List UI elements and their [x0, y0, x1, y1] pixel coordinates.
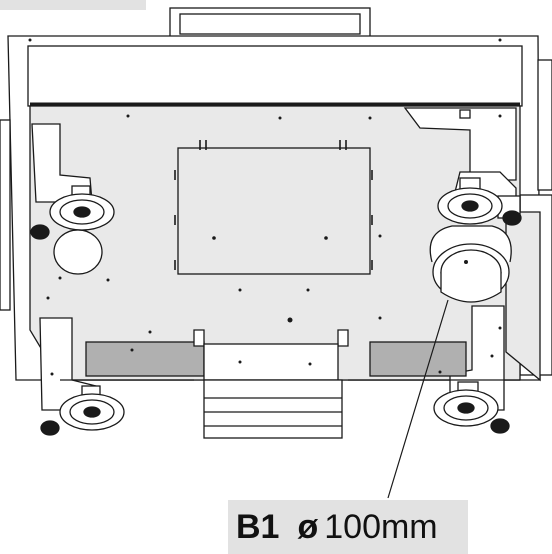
screw-dots: [28, 38, 502, 376]
callout-code: B1: [236, 507, 280, 546]
caster-wheel-bottom-right: [433, 381, 510, 434]
center-step: [60, 329, 520, 439]
diameter-symbol: ø: [297, 507, 319, 546]
callout-leader-line: [387, 299, 449, 499]
left-round-plate: [53, 229, 103, 275]
right-side-panel: [505, 211, 541, 382]
panel-clips: [174, 140, 373, 270]
top-lid: [27, 45, 523, 107]
caster-wheel-bottom-left: [40, 385, 125, 436]
duct-connector-b1: [429, 225, 512, 303]
callout-size: 100mm: [324, 507, 438, 546]
callout-label-b1: B1 ø 100mm: [228, 500, 468, 554]
caster-wheel-top-right: [437, 177, 522, 226]
bottom-panel-right: [369, 341, 467, 377]
carry-handle: [169, 7, 371, 39]
bottom-panel-left: [85, 341, 205, 377]
top-label-tab: [0, 0, 146, 10]
wheel-bracket-left-top: [31, 123, 93, 203]
access-panel: [177, 147, 371, 275]
caster-wheel-top-left: [30, 185, 115, 240]
